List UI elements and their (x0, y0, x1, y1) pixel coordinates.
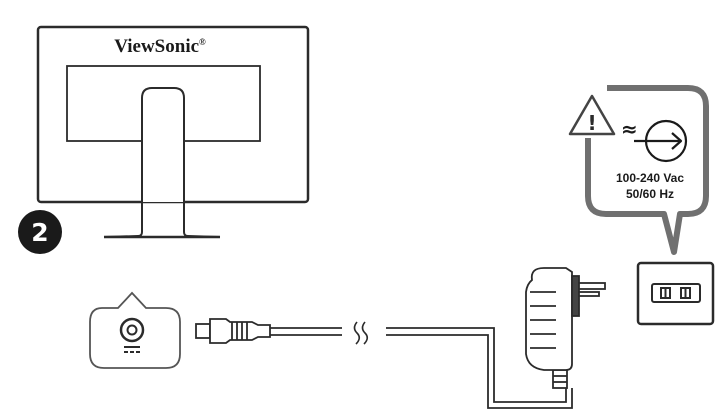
step-badge: 2 (18, 210, 62, 254)
monitor-stand-foot (103, 202, 221, 238)
dc-input-port-callout (89, 291, 181, 369)
dc-input-callout-frame (89, 291, 181, 369)
dc-plug-body (209, 318, 271, 344)
step-badge-circle (18, 210, 62, 254)
cable-break-icon (353, 321, 369, 345)
dc-cable-segment-right (386, 327, 567, 403)
dc-plug-tip (195, 323, 211, 339)
power-input-icon: ≈ (621, 117, 688, 163)
monitor-stand-neck (141, 87, 185, 202)
warning-triangle-icon: ! (568, 94, 616, 136)
power-spec-callout-frame (585, 85, 709, 255)
wall-outlet-frame (636, 261, 715, 326)
adapter-plug-plate (571, 275, 580, 317)
ac-symbol: ≈ (621, 117, 638, 141)
adapter-body (525, 267, 573, 371)
voltage-rating: 100-240 Vac (616, 171, 684, 185)
monitor-rear-view: ViewSonic® (36, 25, 310, 239)
step-number: 2 (31, 218, 48, 247)
adapter-prong (578, 291, 600, 297)
adapter-prong (578, 282, 606, 290)
warning-symbol: ! (587, 111, 596, 135)
frequency-rating: 50/60 Hz (626, 187, 674, 201)
monitor-brand-logo: ViewSonic® (114, 36, 206, 57)
power-spec-callout: ! ≈ 100-240 Vac 50/60 Hz (568, 85, 709, 255)
wall-outlet-socket (651, 283, 701, 303)
adapter-strain-relief (552, 369, 568, 389)
dc-input-icon (119, 317, 145, 353)
dc-plug-and-cable (195, 318, 573, 409)
wall-outlet-icon (636, 261, 715, 326)
power-adapter (525, 267, 606, 389)
